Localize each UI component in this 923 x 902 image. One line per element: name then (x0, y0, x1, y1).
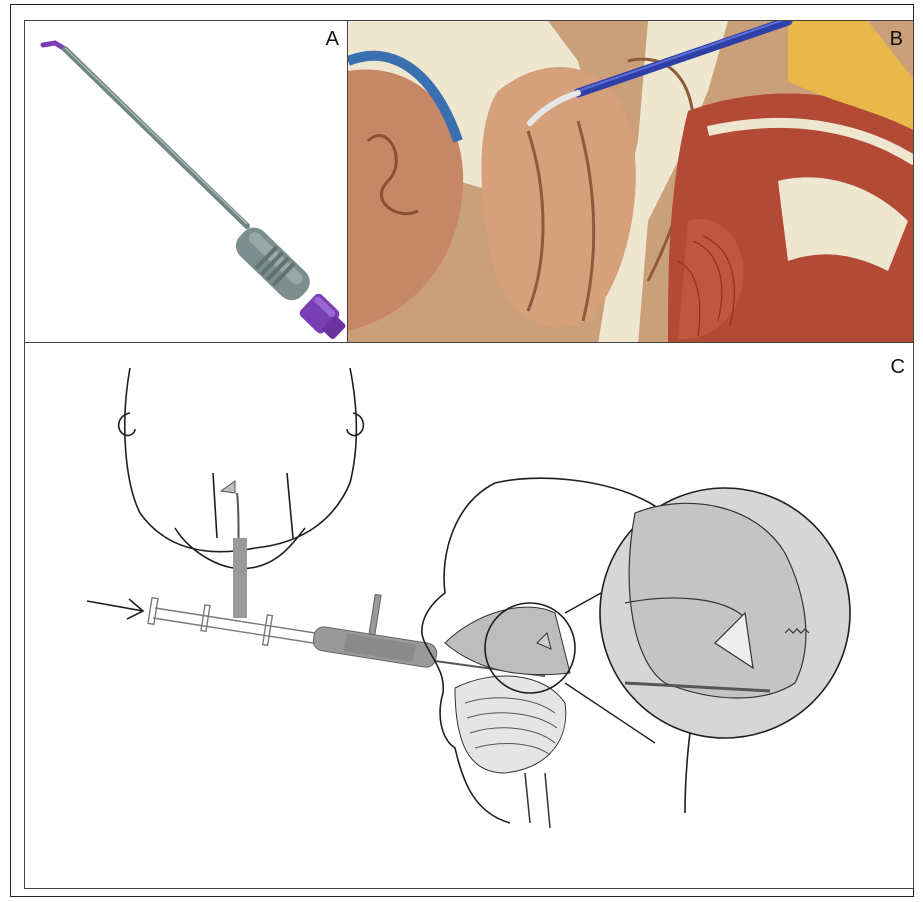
sagittal-anatomy-illustration (348, 21, 914, 343)
device-bent-tip (43, 43, 65, 49)
device-shaft (65, 49, 247, 226)
head-top-view-outline (125, 368, 357, 552)
panel-c: C (24, 342, 914, 889)
panel-label-b: B (890, 29, 903, 49)
ear-left (119, 413, 135, 436)
panel-label-a: A (326, 29, 339, 49)
device-shaft-highlight (65, 48, 247, 224)
head-view-shaft (233, 538, 247, 618)
airway (525, 773, 550, 828)
panel-a: A (24, 20, 348, 343)
nose-line-right (287, 473, 293, 538)
tongue-region (455, 676, 566, 773)
panel-b: B (347, 20, 914, 343)
introducer-syringe (148, 598, 315, 646)
introducer-device-illustration (25, 21, 348, 343)
ear-right (347, 413, 363, 436)
nose-line-left (213, 473, 217, 538)
panel-label-c: C (891, 357, 905, 377)
head-view-valve (221, 481, 235, 493)
procedure-line-drawing (25, 343, 914, 889)
insertion-arrow (87, 599, 143, 619)
device-handle (230, 222, 315, 306)
device-connector (298, 292, 348, 343)
introducer-handle (312, 586, 444, 669)
